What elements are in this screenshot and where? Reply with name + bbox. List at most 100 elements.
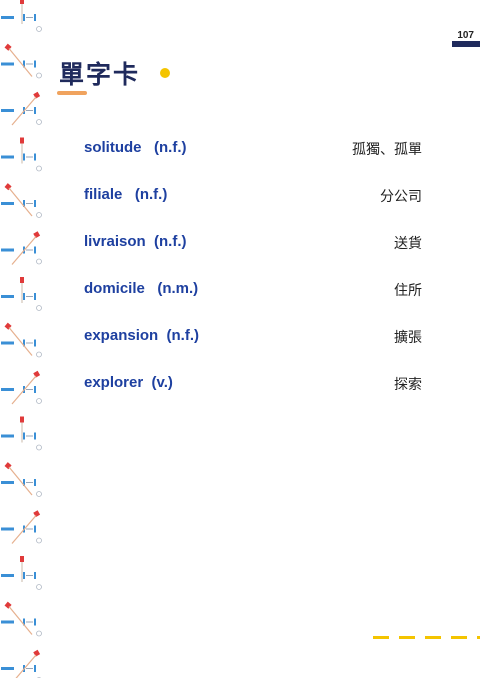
vocab-meaning: 擴張 bbox=[394, 330, 422, 346]
margin-stick bbox=[11, 515, 37, 544]
vocab-row: filiale (n.f.) 分公司 bbox=[84, 186, 422, 233]
margin-circle bbox=[36, 72, 42, 79]
margin-stick bbox=[8, 327, 33, 356]
margin-red-flag bbox=[20, 277, 24, 283]
margin-blue-dash bbox=[1, 202, 14, 205]
margin-blue-mark bbox=[34, 386, 36, 393]
margin-stick bbox=[8, 466, 33, 496]
margin-blue-mark bbox=[34, 107, 36, 114]
margin-blue-mark bbox=[34, 572, 36, 579]
margin-blue-mark bbox=[34, 60, 36, 68]
margin-blue-mark bbox=[34, 246, 36, 254]
margin-stick bbox=[11, 236, 37, 265]
margin-red-flag bbox=[20, 416, 24, 423]
margin-blue-mark bbox=[34, 14, 36, 21]
vocab-meaning: 住所 bbox=[394, 283, 422, 299]
margin-blue-mark bbox=[23, 479, 25, 486]
margin-blue-mark bbox=[23, 618, 25, 626]
vocab-row: solitude (n.f.) 孤獨、孤單 bbox=[84, 139, 422, 186]
margin-blue-mark bbox=[34, 293, 36, 300]
page-title: 單字卡 bbox=[59, 60, 141, 89]
margin-circle bbox=[36, 305, 42, 311]
margin-blue-mark bbox=[23, 60, 25, 68]
margin-blue-mark bbox=[34, 200, 36, 207]
vocab-row: explorer (v.) 探索 bbox=[84, 374, 422, 421]
vocab-word: livraison (n.f.) bbox=[84, 233, 187, 250]
margin-blue-mark bbox=[23, 200, 25, 207]
margin-circle bbox=[36, 212, 42, 218]
margin-blue-mark bbox=[34, 665, 36, 672]
margin-circle bbox=[36, 630, 42, 637]
vocabulary-list: solitude (n.f.) 孤獨、孤單 filiale (n.f.) 分公司… bbox=[84, 139, 422, 421]
margin-circle bbox=[36, 26, 42, 32]
margin-blue-dash bbox=[1, 109, 14, 112]
margin-blue-mark bbox=[23, 153, 25, 161]
margin-circle bbox=[36, 398, 42, 404]
margin-circle bbox=[36, 351, 42, 358]
vocab-meaning: 分公司 bbox=[380, 189, 422, 205]
vocab-word: domicile (n.m.) bbox=[84, 280, 199, 297]
margin-circle bbox=[36, 537, 42, 544]
margin-stick bbox=[8, 606, 33, 635]
margin-blue-mark bbox=[23, 572, 25, 579]
page-number: 107 bbox=[457, 30, 474, 41]
margin-red-flag bbox=[33, 231, 41, 239]
margin-stick bbox=[11, 375, 37, 405]
margin-blue-mark bbox=[34, 618, 36, 626]
vocab-word: expansion (n.f.) bbox=[84, 327, 200, 344]
margin-blue-dash bbox=[1, 527, 14, 531]
margin-red-flag bbox=[33, 510, 41, 518]
margin-blue-mark bbox=[23, 14, 25, 21]
margin-circle bbox=[36, 165, 42, 172]
vocab-meaning: 送貨 bbox=[394, 236, 422, 252]
margin-circle bbox=[36, 584, 42, 590]
margin-blue-mark bbox=[34, 479, 36, 486]
vocab-row: expansion (n.f.) 擴張 bbox=[84, 327, 422, 374]
margin-blue-dash bbox=[1, 341, 14, 345]
margin-stick bbox=[11, 96, 37, 126]
vocab-row: domicile (n.m.) 住所 bbox=[84, 280, 422, 327]
margin-red-flag bbox=[33, 91, 41, 99]
margin-red-flag bbox=[33, 649, 41, 657]
margin-blue-dash bbox=[1, 620, 14, 624]
margin-blue-mark bbox=[34, 432, 36, 440]
margin-blue-dash bbox=[1, 62, 14, 66]
margin-blue-mark bbox=[34, 525, 36, 533]
title-dot-icon bbox=[160, 68, 170, 78]
margin-stick bbox=[8, 48, 33, 77]
decorative-dashed-line bbox=[373, 636, 480, 639]
margin-blue-dash bbox=[1, 388, 14, 391]
left-margin-decoration bbox=[1, 0, 42, 678]
vocab-meaning: 孤獨、孤單 bbox=[352, 142, 422, 158]
margin-blue-mark bbox=[23, 339, 25, 347]
margin-blue-dash bbox=[1, 667, 14, 670]
page-number-bar bbox=[452, 41, 480, 47]
margin-circle bbox=[36, 444, 42, 451]
margin-red-flag bbox=[33, 370, 41, 378]
margin-blue-dash bbox=[1, 574, 14, 577]
margin-blue-dash bbox=[1, 248, 14, 252]
vocab-row: livraison (n.f.) 送貨 bbox=[84, 233, 422, 280]
margin-blue-dash bbox=[1, 16, 14, 19]
margin-blue-dash bbox=[1, 295, 14, 298]
margin-blue-mark bbox=[23, 432, 25, 440]
margin-red-flag bbox=[20, 0, 24, 4]
vocab-word: filiale (n.f.) bbox=[84, 186, 168, 203]
margin-circle bbox=[36, 491, 42, 497]
margin-stick bbox=[15, 654, 37, 678]
margin-red-flag bbox=[20, 556, 24, 562]
margin-stick bbox=[8, 187, 33, 217]
margin-blue-mark bbox=[23, 293, 25, 300]
title-underline bbox=[57, 91, 87, 95]
margin-circle bbox=[36, 119, 42, 125]
vocab-meaning: 探索 bbox=[394, 377, 422, 393]
margin-blue-dash bbox=[1, 481, 14, 484]
margin-circle bbox=[36, 258, 42, 265]
margin-blue-mark bbox=[34, 153, 36, 161]
vocab-word: explorer (v.) bbox=[84, 374, 173, 391]
title-block: 單字卡 bbox=[57, 58, 141, 95]
vocab-word: solitude (n.f.) bbox=[84, 139, 187, 156]
margin-blue-mark bbox=[34, 339, 36, 347]
margin-blue-dash bbox=[1, 434, 14, 438]
margin-red-flag bbox=[20, 137, 24, 144]
